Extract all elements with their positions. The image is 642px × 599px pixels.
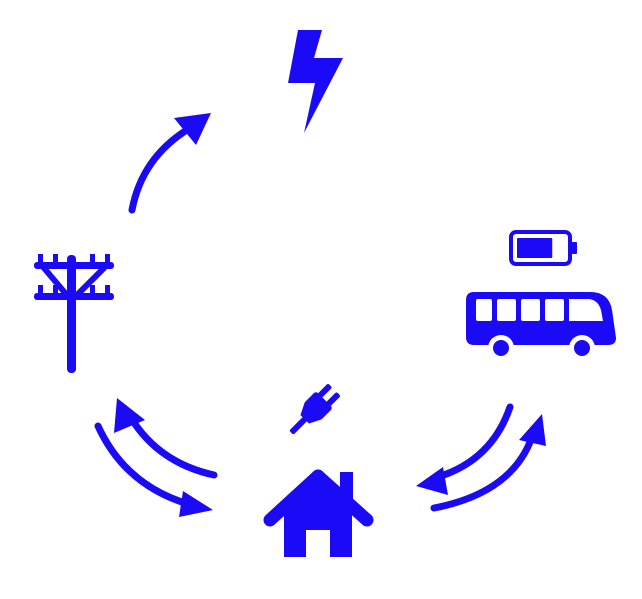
- lightning-bolt-icon: [288, 30, 343, 133]
- house-icon: [263, 469, 374, 557]
- arrow-pole-to-lightning: [128, 113, 211, 214]
- arrow-house-to-bus: [430, 414, 546, 512]
- arrow-bus-to-house: [416, 403, 514, 495]
- battery-charge-fill: [517, 238, 553, 258]
- utility-pole-icon: [34, 254, 114, 373]
- arrow-pole-to-house: [94, 422, 213, 517]
- plug-icon: [289, 384, 340, 435]
- battery-icon: [509, 230, 577, 266]
- electric-bus-icon: [466, 292, 616, 361]
- arrow-house-to-pole: [114, 398, 218, 479]
